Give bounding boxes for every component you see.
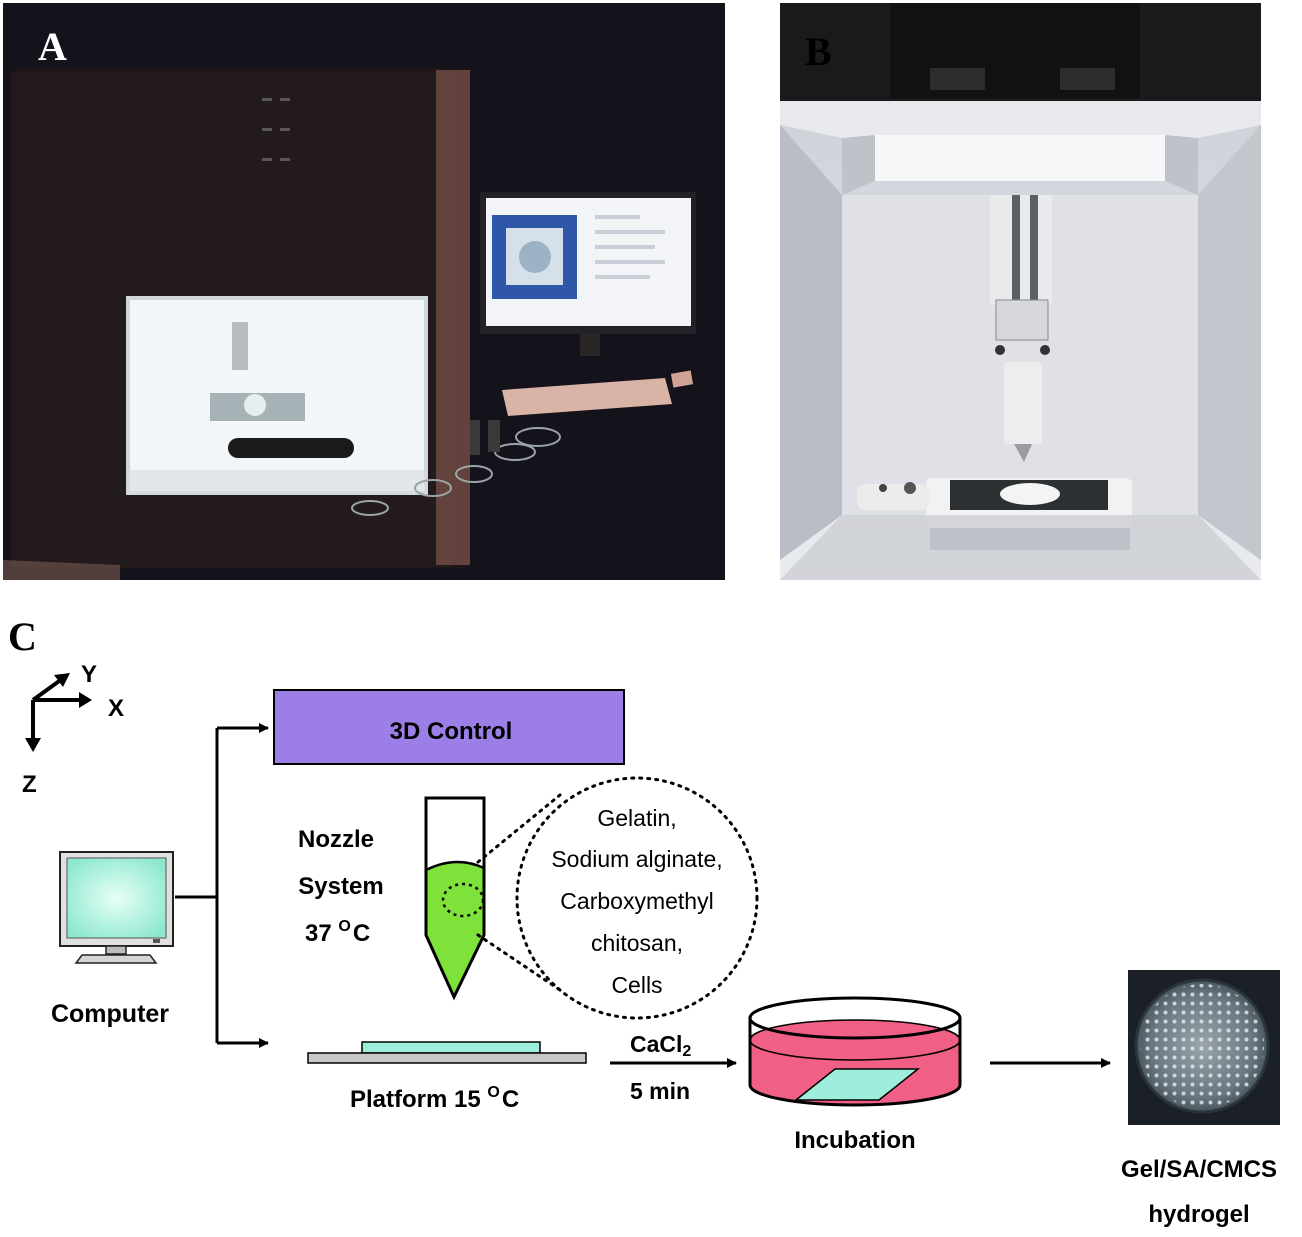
- printing-platform: [307, 1041, 587, 1064]
- nozzle-label-line2: System: [298, 873, 383, 900]
- nozzle-temp-value: 37: [305, 920, 338, 947]
- ink-line-5: Cells: [611, 972, 662, 998]
- nozzle-temp-degree: O: [338, 918, 350, 935]
- nozzle-temperature: 37 OC: [305, 918, 370, 947]
- ink-line-2: Sodium alginate,: [551, 846, 722, 872]
- crosslink-time: 5 min: [630, 1078, 690, 1104]
- crosslink-reagent-subscript: 2: [682, 1043, 691, 1060]
- photo-panel-a: [3, 3, 725, 580]
- computer-label: Computer: [51, 1000, 169, 1028]
- petri-dish-icon: [748, 996, 962, 1107]
- panel-label-c: C: [8, 614, 37, 659]
- x-axis-label: X: [108, 695, 124, 722]
- nozzle-temp-unit: C: [353, 920, 370, 947]
- bioink-zoom-callout: [476, 776, 759, 1020]
- computer-icon: [59, 851, 174, 964]
- computer-connector: [175, 723, 269, 1048]
- hydrogel-photo: [1128, 970, 1280, 1125]
- panel-label-b: B: [805, 29, 832, 74]
- platform-label-text: Platform 15: [350, 1086, 487, 1113]
- platform-degree: O: [487, 1084, 499, 1101]
- y-axis-label: Y: [81, 661, 97, 688]
- crosslink-reagent: CaCl2: [630, 1031, 691, 1060]
- platform-label: Platform 15 OC: [350, 1084, 519, 1113]
- nozzle-syringe-icon: [424, 796, 486, 1001]
- incubation-label: Incubation: [794, 1127, 915, 1154]
- axes-glyph: [25, 673, 92, 752]
- ink-line-4: chitosan,: [591, 930, 683, 956]
- product-label-line1: Gel/SA/CMCS: [1121, 1156, 1277, 1183]
- product-label-line2: hydrogel: [1148, 1201, 1249, 1228]
- panel-label-a: A: [38, 24, 67, 69]
- ink-line-3: Carboxymethyl: [560, 888, 713, 914]
- 3d-control-label: 3D Control: [390, 718, 513, 745]
- crosslink-reagent-text: CaCl: [630, 1031, 682, 1057]
- nozzle-label-line1: Nozzle: [298, 826, 374, 853]
- ink-line-1: Gelatin,: [597, 805, 676, 831]
- platform-unit: C: [502, 1086, 519, 1113]
- bioink-composition: Gelatin, Sodium alginate, Carboxymethyl …: [551, 805, 722, 998]
- z-axis-label: Z: [22, 771, 37, 798]
- 3d-control-box: [273, 689, 625, 765]
- photo-panel-b: [780, 3, 1261, 580]
